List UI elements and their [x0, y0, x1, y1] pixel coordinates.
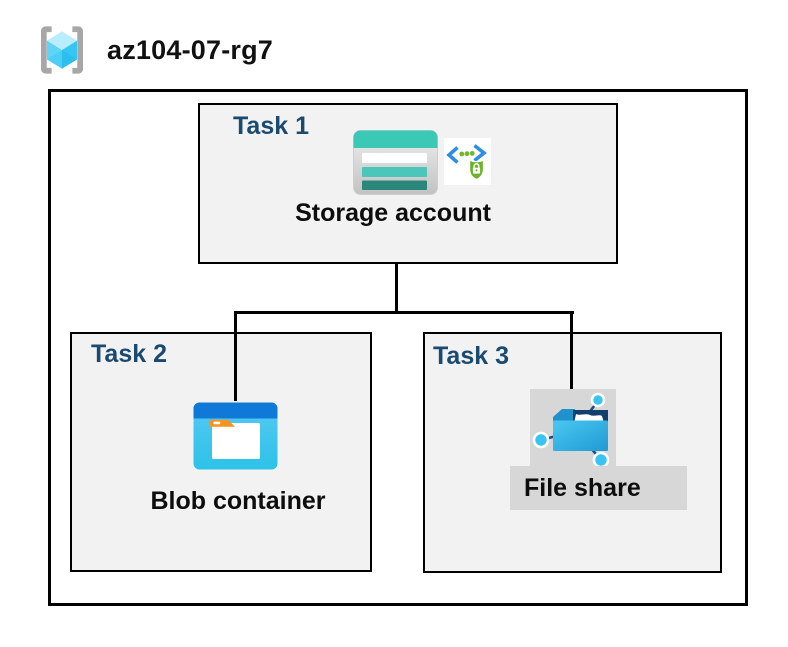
storage-account-icon: [353, 130, 438, 195]
connector-storage-stem: [395, 263, 398, 313]
storage-account-label: Storage account: [295, 199, 491, 227]
blob-container-icon: [193, 402, 278, 470]
task2-box: Task 2: [70, 332, 372, 572]
connector-to-blob: [234, 311, 237, 401]
connector-to-fileshare: [570, 311, 573, 391]
task3-title: Task 3: [433, 342, 509, 370]
file-share-icon: [530, 389, 616, 467]
task1-title: Task 1: [233, 112, 309, 140]
resource-group-title: az104-07-rg7: [107, 34, 273, 65]
file-share-label-bar: File share: [510, 466, 687, 510]
file-share-label: File share: [524, 473, 641, 502]
secure-endpoint-icon: [444, 138, 491, 185]
blob-container-label: Blob container: [150, 487, 326, 515]
task2-title: Task 2: [91, 340, 167, 368]
resource-group-icon: [41, 26, 83, 74]
connector-horizontal: [234, 311, 574, 314]
